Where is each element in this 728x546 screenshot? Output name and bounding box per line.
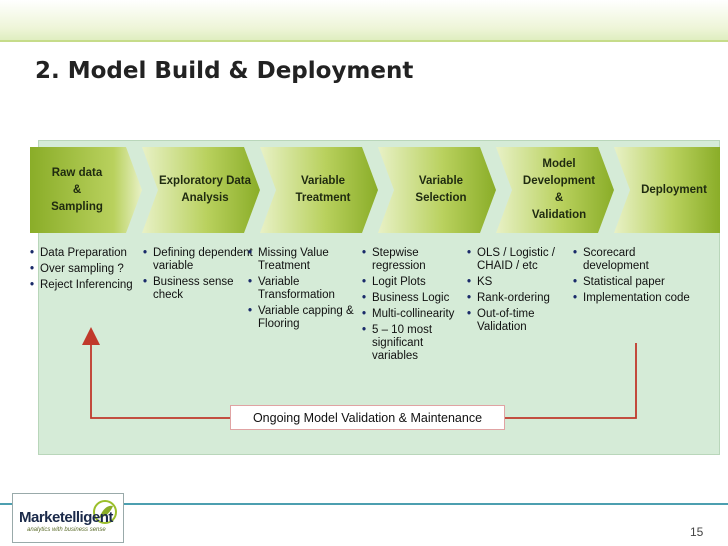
page-number: 15	[690, 525, 704, 539]
bullet-list-exploratory: Defining dependent variable Business sen…	[143, 247, 255, 305]
step-exploratory-analysis: Exploratory Data Analysis	[142, 147, 260, 233]
list-item: Variable Transformation	[248, 276, 356, 302]
list-item: Multi-collinearity	[362, 308, 466, 321]
bullet-list-raw-data: Data Preparation Over sampling ? Reject …	[30, 247, 142, 295]
list-item: Out-of-time Validation	[467, 308, 575, 334]
company-logo: Marketelligent analytics with business s…	[12, 493, 124, 543]
bullet-list-model: OLS / Logistic / CHAID / etc KS Rank-ord…	[467, 247, 575, 337]
list-item: OLS / Logistic / CHAID / etc	[467, 247, 575, 273]
list-item: Rank-ordering	[467, 292, 575, 305]
leaf-logo-icon	[93, 500, 117, 524]
logo-name: Marketelligent	[19, 509, 113, 526]
list-item: Defining dependent variable	[143, 247, 255, 273]
bullet-list-deployment: Scorecard development Statistical paper …	[573, 247, 703, 308]
list-item: Scorecard development	[573, 247, 703, 273]
list-item: Statistical paper	[573, 276, 703, 289]
bullet-list-treatment: Missing Value Treatment Variable Transfo…	[248, 247, 356, 334]
step-variable-treatment: Variable Treatment	[260, 147, 378, 233]
list-item: Business sense check	[143, 276, 255, 302]
list-item: Implementation code	[573, 292, 703, 305]
list-item: Stepwise regression	[362, 247, 466, 273]
header-divider	[0, 40, 728, 42]
slide-title: 2. Model Build & Deployment	[35, 58, 414, 84]
process-chevrons: Raw data & Sampling Exploratory Data Ana…	[30, 147, 720, 233]
step-label: Deployment	[641, 183, 707, 196]
step-variable-selection: Variable Selection	[378, 147, 496, 233]
list-item: KS	[467, 276, 575, 289]
list-item: Logit Plots	[362, 276, 466, 289]
step-label: Model Development & Validation	[522, 158, 596, 221]
list-item: Business Logic	[362, 292, 466, 305]
footer-divider	[0, 503, 728, 505]
step-deployment: Deployment	[614, 147, 720, 233]
step-label: Variable Treatment	[295, 175, 351, 204]
bullet-list-selection: Stepwise regression Logit Plots Business…	[362, 247, 466, 366]
logo-tagline: analytics with business sense	[27, 527, 106, 533]
list-item: Missing Value Treatment	[248, 247, 356, 273]
header-band	[0, 0, 728, 40]
list-item: Variable capping & Flooring	[248, 305, 356, 331]
list-item: Data Preparation	[30, 247, 142, 260]
step-label: Raw data & Sampling	[51, 166, 103, 213]
list-item: Over sampling ?	[30, 263, 142, 276]
list-item: Reject Inferencing	[30, 279, 142, 292]
step-label: Variable Selection	[415, 175, 467, 204]
list-item: 5 – 10 most significant variables	[362, 324, 466, 363]
step-model-development: Model Development & Validation	[496, 147, 614, 233]
step-raw-data: Raw data & Sampling	[30, 147, 142, 233]
maintenance-label: Ongoing Model Validation & Maintenance	[230, 405, 505, 430]
step-label: Exploratory Data Analysis	[158, 175, 252, 204]
